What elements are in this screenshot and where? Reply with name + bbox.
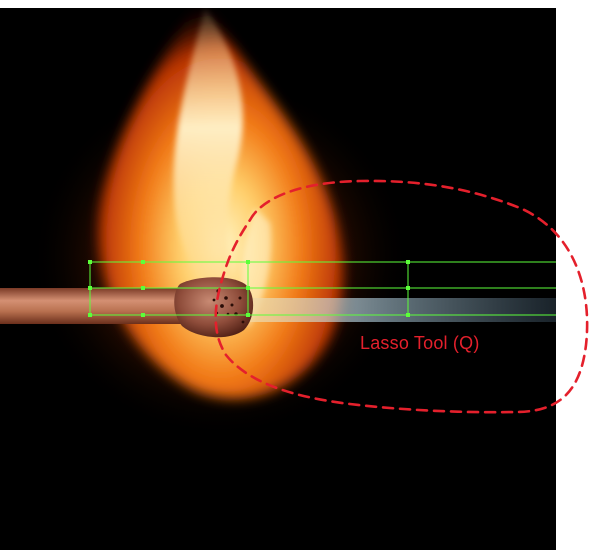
artwork-scene: [0, 8, 556, 438]
anchor-point-icon[interactable]: [88, 260, 556, 317]
lasso-tool-label: Lasso Tool (Q): [360, 333, 480, 353]
match-head: [174, 277, 254, 338]
match-burnt-shaft: [245, 298, 556, 322]
artboard-canvas[interactable]: [0, 8, 556, 550]
lasso-selection-path[interactable]: [214, 179, 589, 414]
flame-highlight: [173, 8, 243, 308]
